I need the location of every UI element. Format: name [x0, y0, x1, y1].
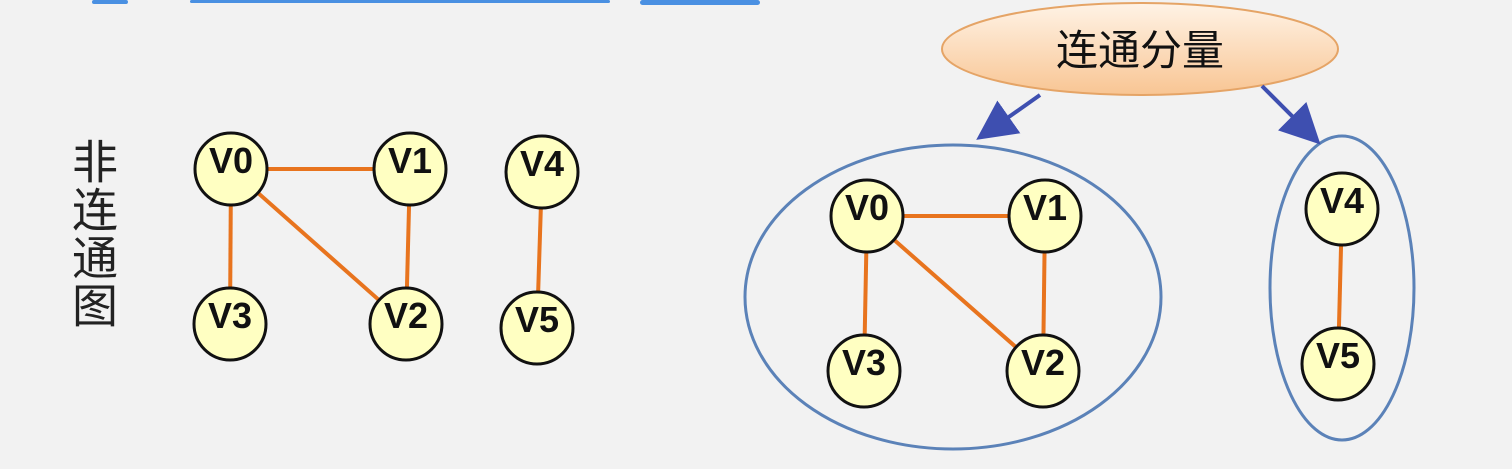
left-node-v2: V2	[368, 286, 444, 362]
right-node-circle	[1300, 326, 1376, 402]
component-0-outline	[743, 143, 1163, 451]
left-node-label: V5	[515, 299, 559, 340]
non-connected-graph-label: 非连通图	[65, 138, 119, 330]
arrow-to-component-0	[976, 93, 1042, 140]
left-node-label: V3	[208, 295, 252, 336]
left-node-circle	[193, 131, 269, 207]
right-node-label: V4	[1320, 180, 1364, 221]
right-node-v1: V1	[1007, 178, 1083, 254]
left-node-label: V4	[520, 143, 564, 184]
title-fragment	[92, 0, 760, 5]
right-node-label: V2	[1021, 342, 1065, 383]
right-node-label: V5	[1316, 335, 1360, 376]
left-node-v0: V0	[193, 131, 269, 207]
right-node-label: V3	[842, 342, 886, 383]
right-node-circle	[1007, 178, 1083, 254]
connected-component-bubble: 连通分量	[941, 2, 1339, 96]
left-node-v3: V3	[192, 286, 268, 362]
left-node-v5: V5	[499, 290, 575, 366]
left-node-circle	[368, 286, 444, 362]
left-node-v1: V1	[372, 131, 448, 207]
component-1-outline	[1268, 134, 1416, 442]
left-node-v4: V4	[504, 134, 580, 210]
right-node-v2: V2	[1005, 333, 1081, 409]
right-node-circle	[1005, 333, 1081, 409]
left-node-label: V2	[384, 295, 428, 336]
right-node-v0: V0	[829, 178, 905, 254]
left-node-circle	[372, 131, 448, 207]
right-node-v4: V4	[1304, 171, 1380, 247]
right-node-v3: V3	[826, 333, 902, 409]
arrow-to-component-1	[1260, 84, 1321, 145]
left-edge-v0-v2	[229, 167, 408, 326]
connected-component-label: 连通分量	[1056, 26, 1224, 75]
right-node-v5: V5	[1300, 326, 1376, 402]
right-node-label: V0	[845, 187, 889, 228]
left-node-circle	[499, 290, 575, 366]
right-edge-v0-v2	[865, 214, 1045, 373]
right-node-label: V1	[1023, 187, 1067, 228]
left-node-circle	[192, 286, 268, 362]
left-node-label: V1	[388, 140, 432, 181]
right-node-circle	[1304, 171, 1380, 247]
right-node-circle	[826, 333, 902, 409]
right-node-circle	[829, 178, 905, 254]
left-node-label: V0	[209, 140, 253, 181]
left-node-circle	[504, 134, 580, 210]
